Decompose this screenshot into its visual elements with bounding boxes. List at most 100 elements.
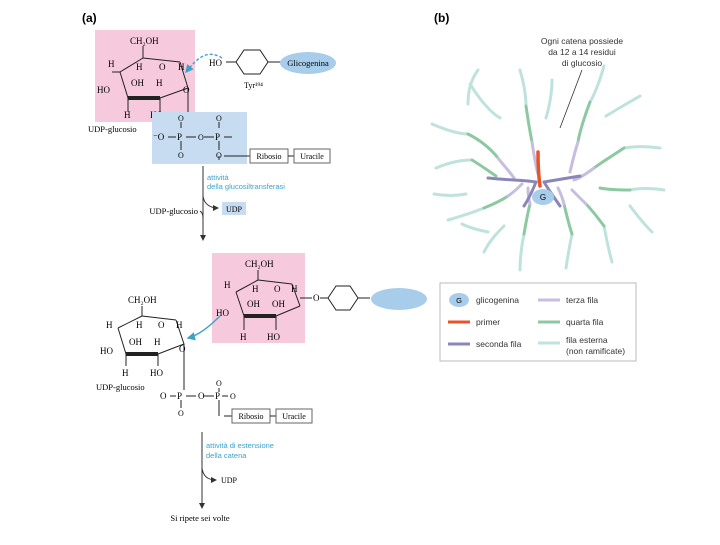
legend-glycogenin: glicogenina (476, 295, 519, 305)
step1-caption-2: della glucosiltransferasi (207, 182, 285, 191)
legend-outer-1: fila esterna (566, 335, 608, 345)
fourth-chains (466, 100, 632, 236)
primer-chain (536, 150, 542, 188)
br-h-bottom: H (240, 332, 247, 342)
top-oh-c3: OH (131, 78, 144, 88)
bottom-right-glucose-highlight (212, 253, 305, 343)
br-ho-bottom: HO (267, 332, 280, 342)
step2-repeat: Si ripete sei volte (170, 513, 229, 523)
step1-input-arrow (199, 210, 204, 221)
step1-caption-1: attività (207, 173, 230, 182)
top-glucose-highlight (95, 30, 195, 122)
glucosyl-transfer-arrow (185, 53, 223, 74)
glycogenin-core-label: G (540, 193, 546, 202)
bl-ho-bottom: HO (150, 368, 163, 378)
br-h-c1: H (291, 284, 298, 294)
legend-second: seconda fila (476, 339, 522, 349)
step1-udp-glucose: UDP-glucosio (149, 206, 198, 216)
br-h-c5: H (252, 284, 259, 294)
legend: G glicogenina primer seconda fila terza … (448, 293, 625, 356)
bl-ho: HO (100, 346, 113, 356)
top-ch2oh: CH₂OH (130, 36, 159, 46)
legend-primer: primer (476, 317, 500, 327)
bl-h-c5: H (136, 320, 143, 330)
step2-udp-release-arrow (201, 467, 217, 483)
top-h-c5: H (136, 62, 143, 72)
bottom-left-glucose-ring (117, 306, 185, 390)
outer-chains (430, 64, 666, 272)
top-h-left: H (108, 59, 115, 69)
phosphate-p1: P (177, 132, 182, 142)
top-glucose-ring (112, 46, 189, 112)
tyr-ho: HO (209, 58, 222, 68)
bottom-o-1: O (160, 391, 167, 401)
top-o-c1: O (183, 85, 190, 95)
br-tyr-ring (327, 285, 359, 311)
glycogenin-shape (280, 52, 336, 74)
panel-b-note-2: da 12 a 14 residui (548, 47, 616, 57)
legend-glycogenin-swatch (449, 293, 469, 307)
br-link-o: O (313, 293, 320, 303)
bottom-right-glucose-ring (235, 270, 312, 330)
bl-h-c1: H (176, 320, 183, 330)
uracil-label-bottom: Uracile (282, 412, 306, 421)
chain-extension-arrow (186, 315, 221, 341)
phosphate-o1-top: O (178, 114, 184, 123)
phosphate-o2-bottom: O (216, 151, 222, 160)
top-h-bottom-left: H (124, 110, 131, 120)
phosphate-bridge-o: O (198, 133, 204, 142)
phosphate-p2: P (215, 132, 220, 142)
br-h-left: H (224, 280, 231, 290)
bottom-phosphate-bonds (170, 388, 232, 417)
bottom-o-4: O (216, 379, 222, 388)
tyr-label: Tyr¹⁹⁴ (244, 81, 263, 90)
panel-b-label: (b) (434, 11, 449, 25)
bl-ring-o: O (158, 320, 165, 330)
bottom-o-2: O (198, 391, 205, 401)
bl-o-c1: O (179, 344, 186, 354)
legend-outer-2: (non ramificate) (566, 346, 625, 356)
uracil-label-top: Uracile (300, 152, 324, 161)
tyr-phenyl-ring (235, 49, 269, 75)
top-ho-c4: HO (97, 85, 110, 95)
uracil-box-top (293, 148, 331, 164)
uracil-box-bottom (275, 408, 313, 424)
br-ho: HO (216, 308, 229, 318)
glycogen-tree (430, 64, 666, 272)
second-chains (486, 174, 582, 208)
bottom-right-ch2oh: CH₂OH (245, 259, 274, 269)
br-oh: OH (247, 299, 260, 309)
glycogenin-core (532, 189, 554, 205)
step2-caption-1: attività di estensione (206, 441, 274, 450)
top-h-c1: H (178, 62, 185, 72)
panel-b-note-1: Ogni catena possiede (541, 36, 623, 46)
bottom-udp-glucose-label: UDP-glucosio (96, 382, 145, 392)
bl-oh: OH (129, 337, 142, 347)
bottom-o-3: O (178, 409, 184, 418)
step1-udp: UDP (226, 205, 243, 214)
note-leader-line (559, 69, 583, 129)
panel-a-label: (a) (82, 11, 97, 25)
panel-b-note-3: di glucosio (562, 58, 602, 68)
br-glycogenin-shape (371, 288, 427, 310)
legend-fourth: quarta fila (566, 317, 604, 327)
bottom-p-1: P (177, 391, 182, 401)
phosphate-o-minus: ⁻O (153, 132, 165, 142)
udp-phosphate-highlight (152, 112, 247, 164)
bl-h-bottom: H (122, 368, 129, 378)
phosphate-bonds (168, 122, 250, 160)
bottom-o-5: O (230, 392, 236, 401)
bl-ch2oh: CH₂OH (128, 295, 157, 305)
step2-caption-2: della catena (206, 451, 247, 460)
bl-h-c2: H (154, 337, 161, 347)
bl-h-left: H (106, 320, 113, 330)
br-ring-o: O (274, 284, 281, 294)
glycogenin-label: Glicogenina (287, 58, 329, 68)
phosphate-o1-bottom: O (178, 151, 184, 160)
step1-udp-release-arrow (202, 195, 219, 211)
br-oh-2: OH (272, 299, 285, 309)
top-udp-glucose-label: UDP-glucosio (88, 124, 137, 134)
top-h-c2: H (156, 78, 163, 88)
